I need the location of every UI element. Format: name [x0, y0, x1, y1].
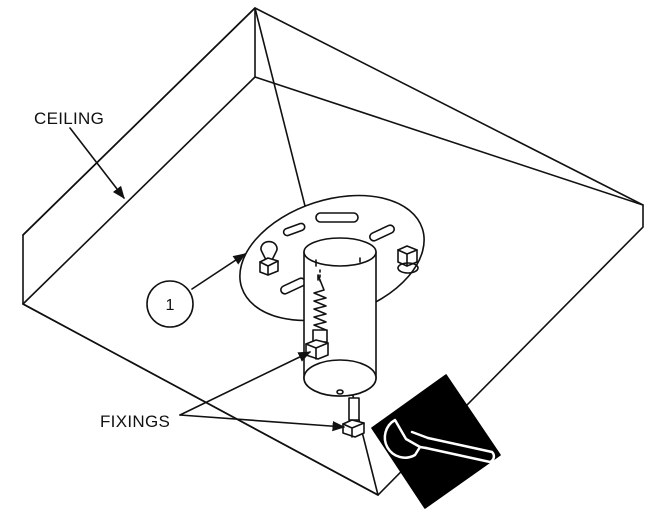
pole-hole — [336, 389, 344, 395]
plate-slot — [369, 224, 395, 242]
callout-circle — [146, 280, 194, 328]
plate-slot — [282, 222, 306, 237]
mounting-pole — [303, 237, 377, 397]
plate-nut-right — [397, 245, 419, 274]
ceiling-label: CEILING — [34, 109, 104, 128]
plate-nut-left — [259, 257, 279, 276]
lower-bolt — [342, 397, 365, 438]
callout-1-leader — [191, 253, 247, 290]
callout-number: 1 — [166, 297, 175, 314]
ceiling-leader — [69, 127, 125, 200]
plate-keyhole — [260, 240, 278, 261]
wrench-icon — [371, 374, 501, 509]
fixings-leader — [179, 351, 346, 432]
fixings-label: FIXINGS — [100, 412, 170, 431]
fixing-screw — [305, 269, 329, 360]
plate-slot — [315, 212, 359, 223]
